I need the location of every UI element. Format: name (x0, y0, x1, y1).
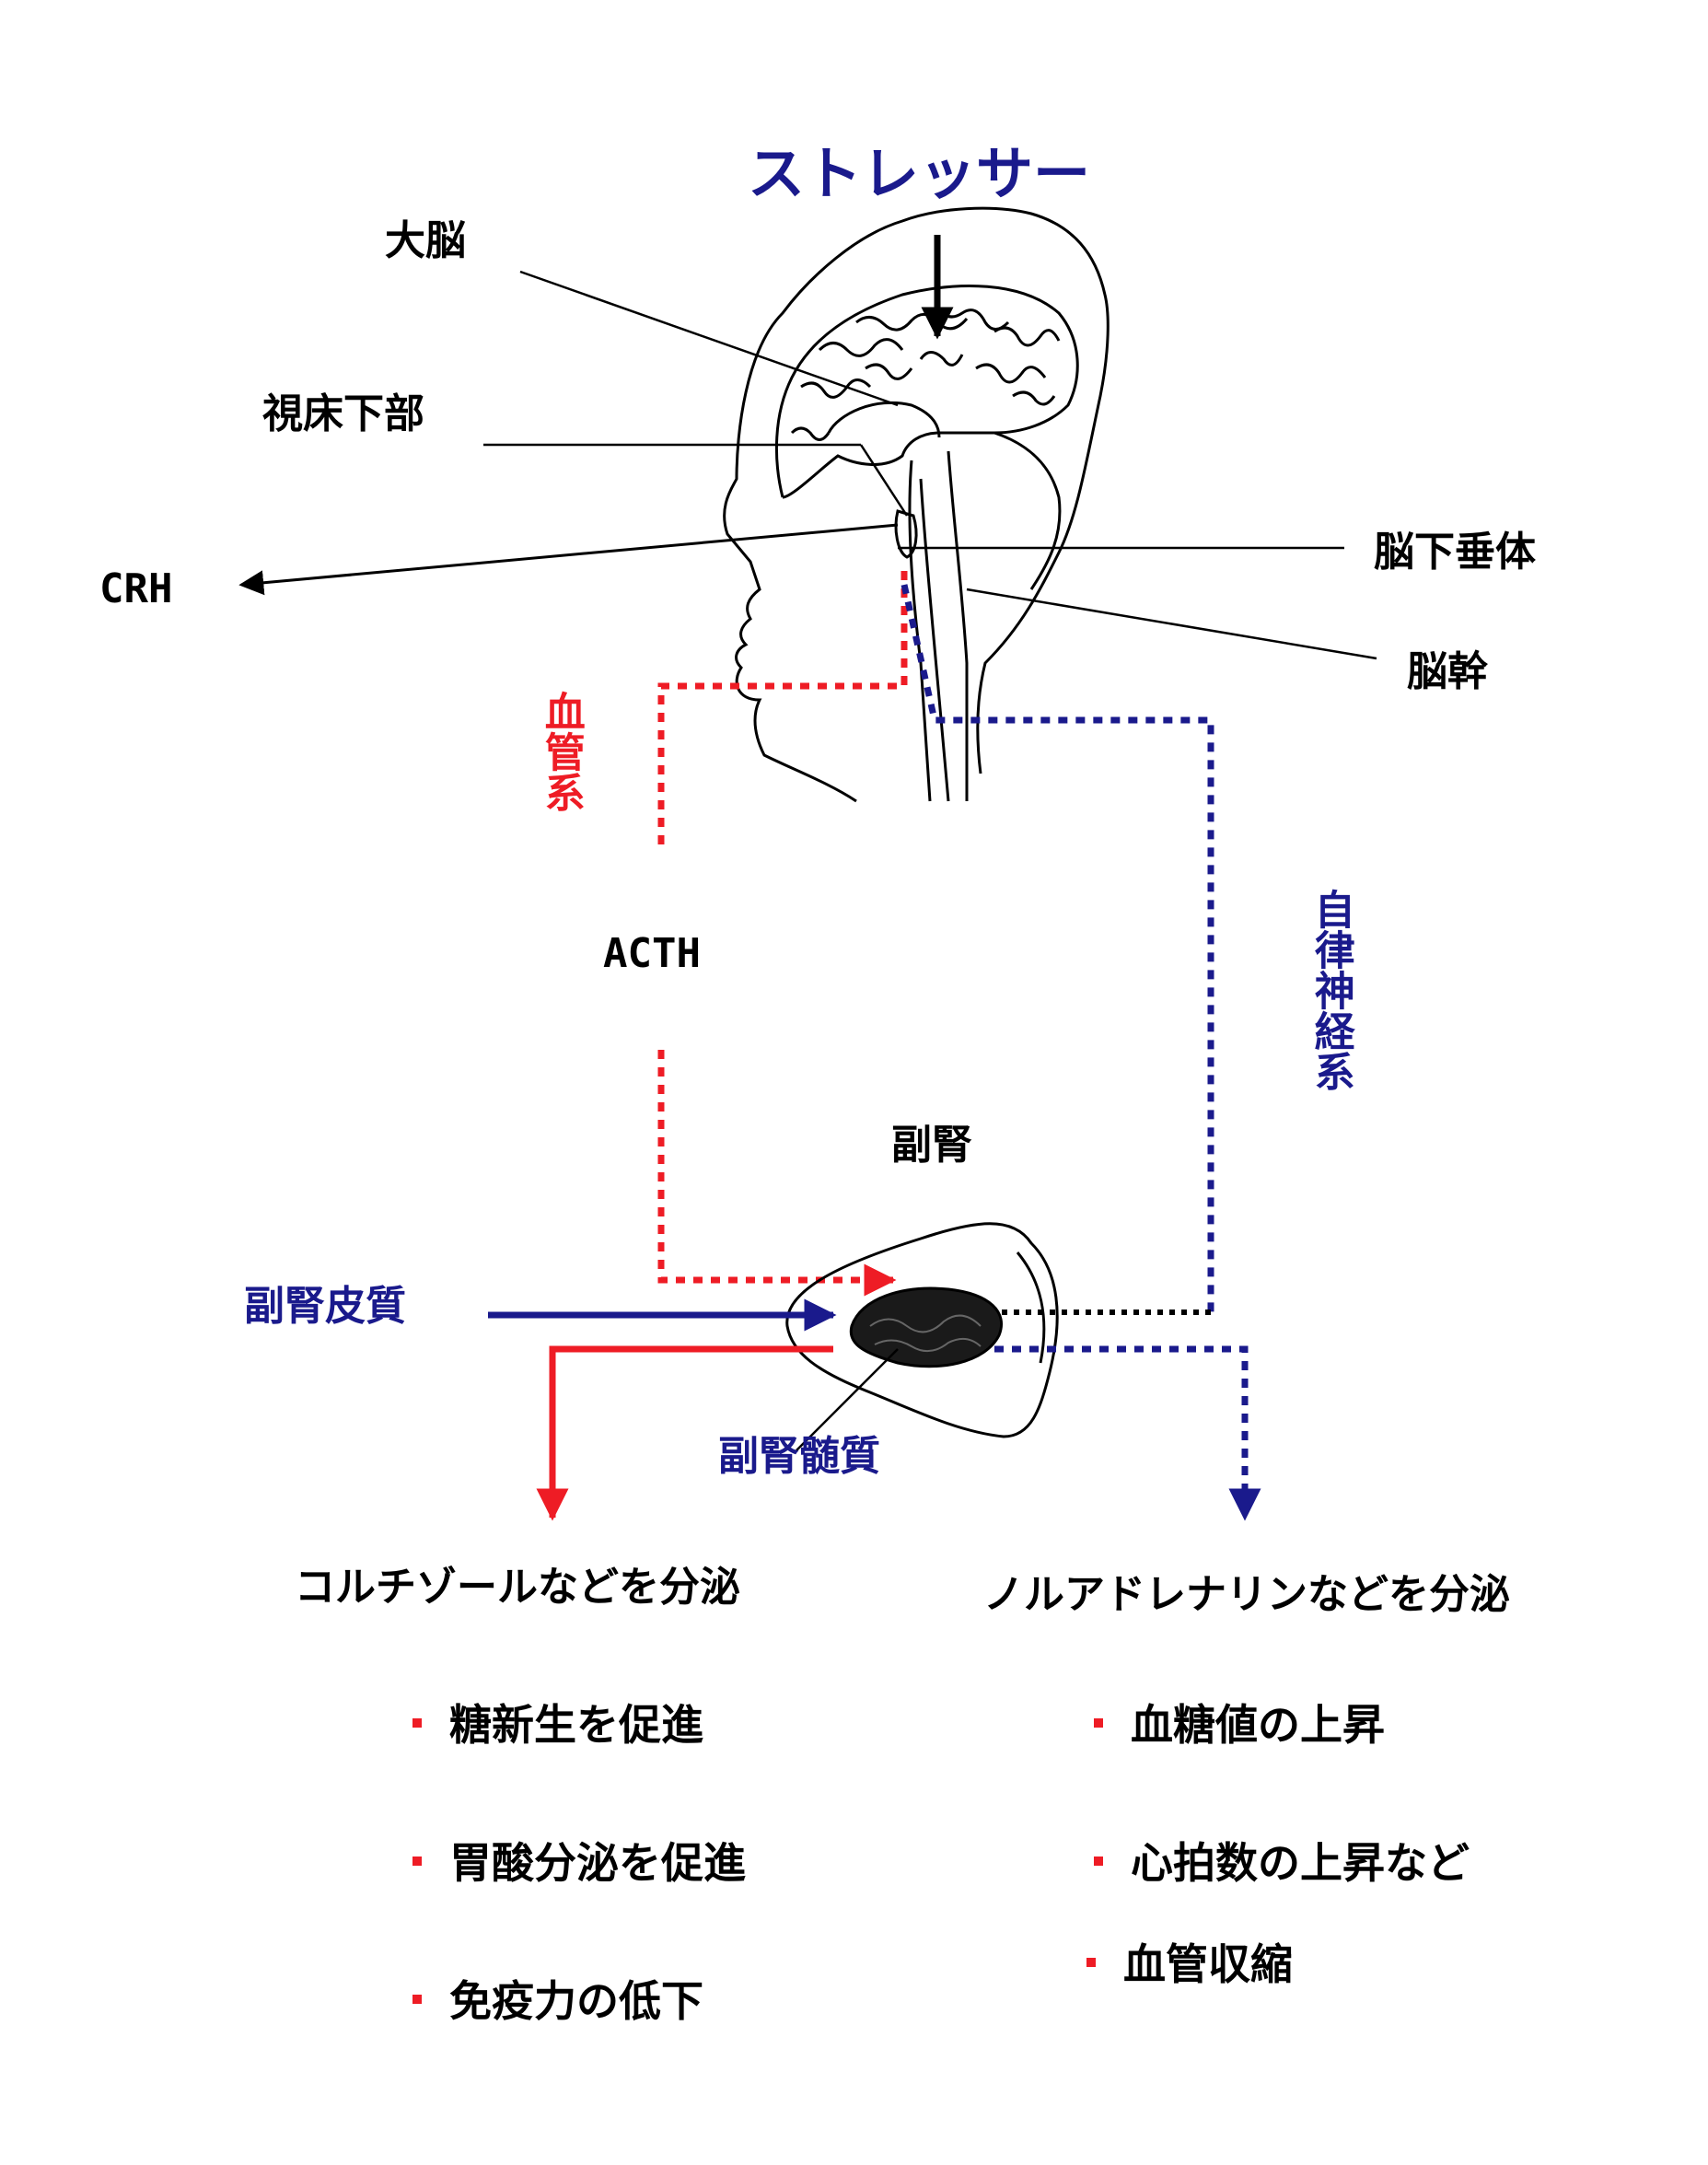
bullet-dot (412, 1856, 422, 1866)
bullet-dot (412, 1994, 422, 2004)
right-output-heading: ノルアドレナリンなどを分泌 (983, 1571, 1510, 1618)
adrenal-gland-icon (785, 1222, 1059, 1438)
label-cerebrum: 大脳 (385, 217, 466, 264)
label-adrenal: 副腎 (891, 1122, 972, 1169)
label-cortex: 副腎皮質 (244, 1283, 406, 1330)
right-item-text: 血糖値の上昇 (1131, 1700, 1385, 1750)
bullet-dot (412, 1717, 422, 1728)
left-item-text: 免疫力の低下 (449, 1976, 703, 2026)
right-item-2: 心拍数の上昇など (1094, 1842, 1470, 1884)
cortisol-arrow (536, 1345, 833, 1521)
bullet-dot (1086, 1957, 1096, 1967)
label-acth: ACTH (603, 930, 701, 977)
bullet-dot (1094, 1856, 1103, 1866)
vascular-path (657, 571, 904, 1280)
left-output-heading: コルチゾールなどを分泌 (295, 1564, 740, 1611)
medulla-leader (796, 1348, 899, 1451)
label-brainstem: 脳幹 (1407, 648, 1488, 695)
label-autonomic: 自律神経系 (1307, 889, 1354, 1091)
left-item-3: 免疫力の低下 (412, 1980, 703, 2022)
left-item-2: 胃酸分泌を促進 (412, 1842, 746, 1884)
right-item-text: 心拍数の上昇など (1131, 1838, 1470, 1888)
right-item-1: 血糖値の上昇 (1094, 1704, 1385, 1746)
left-item-text: 糖新生を促進 (449, 1700, 703, 1750)
left-item-text: 胃酸分泌を促進 (449, 1838, 746, 1888)
bullet-dot (1094, 1717, 1103, 1728)
autonomic-path (900, 584, 1214, 1312)
label-crh: CRH (99, 565, 173, 612)
right-item-3: 血管収縮 (1086, 1943, 1293, 1985)
label-vascular: 血管系 (537, 691, 585, 812)
label-hypothalamus: 視床下部 (262, 390, 424, 437)
crh-arrow (238, 523, 899, 596)
left-item-1: 糖新生を促進 (412, 1704, 703, 1746)
label-pituitary: 脳下垂体 (1374, 529, 1536, 576)
diagram-title: ストレッサー (748, 140, 1091, 207)
label-medulla: 副腎髄質 (718, 1433, 880, 1480)
head-brain-icon (723, 206, 1110, 803)
right-item-text: 血管収縮 (1123, 1939, 1293, 1989)
leader-lines (483, 270, 1377, 660)
noradrenaline-arrow (994, 1345, 1261, 1521)
